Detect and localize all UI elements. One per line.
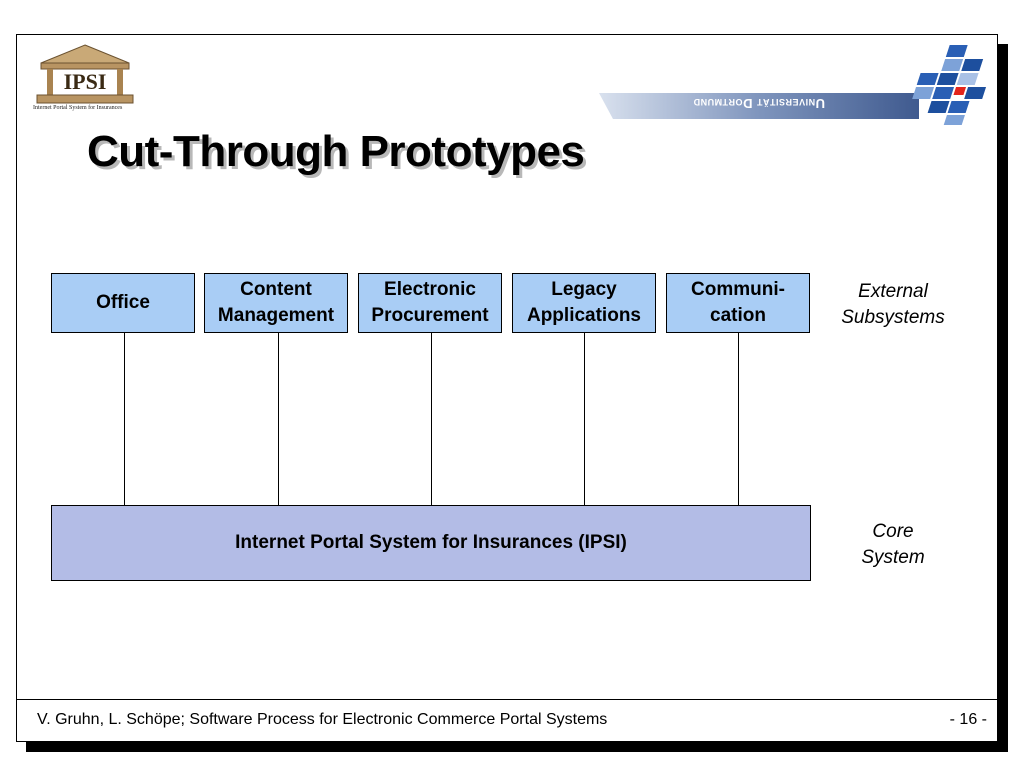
university-logo-icon <box>912 45 987 125</box>
slide-title: Cut-Through Prototypes <box>87 127 585 176</box>
page-number: - 16 - <box>949 711 987 728</box>
slide: IPSI Internet Portal System for Insuranc… <box>16 34 998 742</box>
subsystem-label: Content Management <box>217 279 335 326</box>
footer-divider <box>17 699 997 700</box>
subsystem-electronic-procurement: Electronic Procurement <box>358 273 502 333</box>
subsystem-communication: Communi- cation <box>666 273 810 333</box>
connector-line <box>124 333 125 505</box>
subsystem-label: Office <box>96 292 150 313</box>
university-banner <box>599 93 919 119</box>
subsystem-content-management: Content Management <box>204 273 348 333</box>
core-system-label: Internet Portal System for Insurances (I… <box>235 532 627 553</box>
core-system-side-label: Core System <box>861 521 925 568</box>
subsystem-legacy-applications: Legacy Applications <box>512 273 656 333</box>
footer-citation: V. Gruhn, L. Schöpe; Software Process fo… <box>37 711 608 728</box>
subsystem-label: Electronic Procurement <box>371 279 489 326</box>
svg-text:IPSI: IPSI <box>64 69 107 94</box>
ipsi-logo: IPSI Internet Portal System for Insuranc… <box>33 43 137 111</box>
temple-icon: IPSI <box>36 44 134 104</box>
connector-line <box>278 333 279 505</box>
core-system-box: Internet Portal System for Insurances (I… <box>51 505 811 581</box>
subsystem-office: Office <box>51 273 195 333</box>
connector-line <box>584 333 585 505</box>
connector-line <box>431 333 432 505</box>
external-subsystems-label: External Subsystems <box>841 281 945 328</box>
subsystem-label: Legacy Applications <box>526 279 641 326</box>
architecture-diagram: Office Content Management Electronic Pro… <box>17 35 997 741</box>
logo-caption: Internet Portal System for Insurances <box>33 105 123 111</box>
connector-line <box>738 333 739 505</box>
subsystem-label: Communi- cation <box>691 279 785 326</box>
